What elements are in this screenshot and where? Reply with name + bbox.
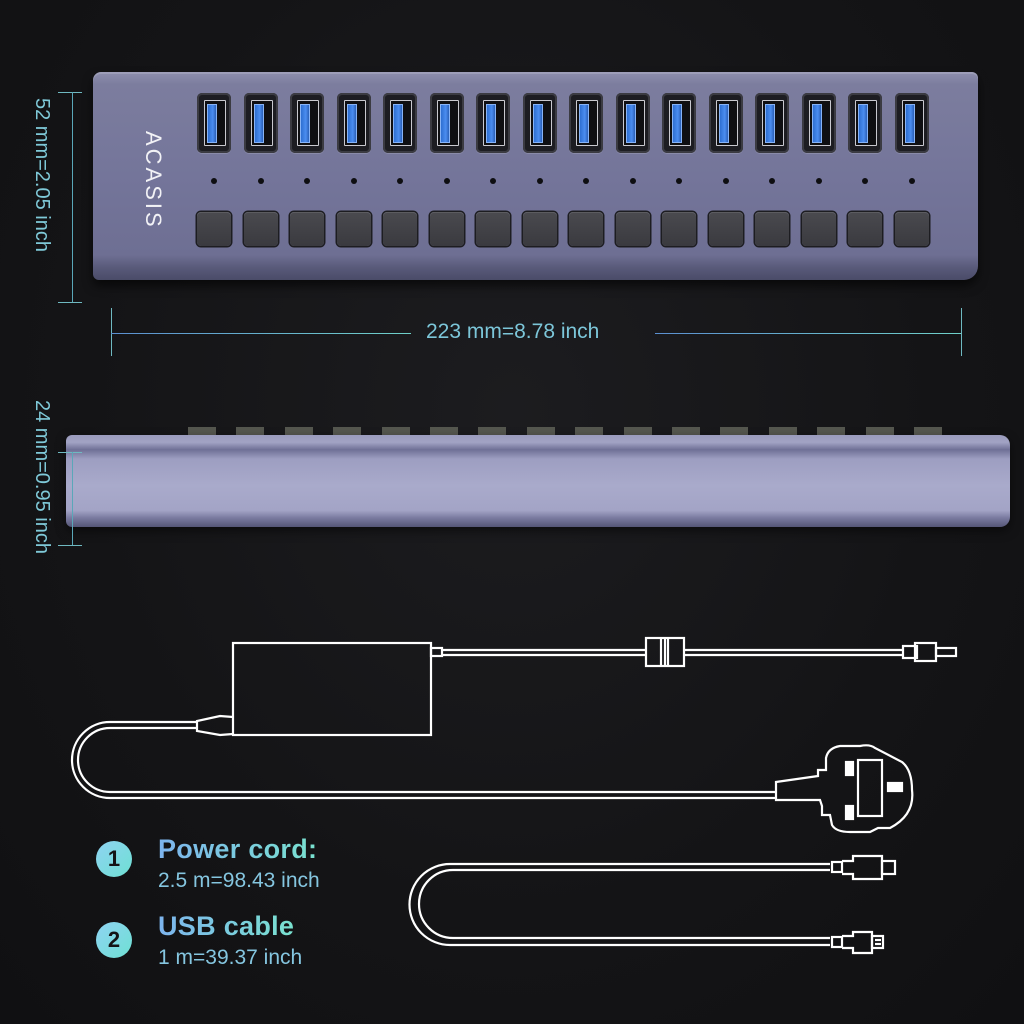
depth-dim-tick-top [58, 452, 82, 453]
number-badge-2: 2 [96, 922, 132, 958]
usb-hub-side-view [66, 435, 1010, 527]
port-power-switch-5 [383, 212, 417, 246]
depth-dim-line [72, 452, 73, 545]
switch-edge-3 [285, 427, 313, 437]
usb-port-6 [430, 93, 464, 153]
usb-port-7 [476, 93, 510, 153]
usb-port-5 [383, 93, 417, 153]
led-indicator-1 [211, 178, 217, 184]
legend-item-usb-cable: 2 [96, 922, 132, 958]
dc-cable-icon [442, 636, 958, 668]
port-power-switch-9 [569, 212, 603, 246]
port-power-switch-12 [709, 212, 743, 246]
height-dimension-label: 52 mm=2.05 inch [31, 98, 53, 252]
usb-port-11 [662, 93, 696, 153]
switch-edge-12 [720, 427, 748, 437]
switch-edge-14 [817, 427, 845, 437]
usb-cable-icon [408, 854, 897, 955]
ac-cable-icon [70, 720, 776, 800]
usb-port-15 [848, 93, 882, 153]
usb-port-2 [244, 93, 278, 153]
legend-item-power-cord: 1 [96, 841, 132, 877]
width-dim-line-left [111, 333, 411, 334]
led-indicator-13 [769, 178, 775, 184]
port-power-switch-15 [848, 212, 882, 246]
usb-port-3 [290, 93, 324, 153]
led-indicator-2 [258, 178, 264, 184]
power-adapter-icon [195, 641, 444, 737]
usb-port-13 [755, 93, 789, 153]
width-dim-tick-left [111, 308, 112, 356]
port-power-switch-11 [662, 212, 696, 246]
port-power-switch-2 [244, 212, 278, 246]
led-indicator-15 [862, 178, 868, 184]
led-indicator-16 [909, 178, 915, 184]
width-dimension-label: 223 mm=8.78 inch [426, 320, 600, 343]
usb-port-8 [523, 93, 557, 153]
switch-edge-5 [382, 427, 410, 437]
height-dim-line [72, 92, 73, 302]
led-indicator-12 [723, 178, 729, 184]
width-dim-tick-right [961, 308, 962, 356]
legend-title-power-cord: Power cord: [158, 834, 318, 864]
depth-dim-tick-bottom [58, 545, 82, 546]
port-power-switch-14 [802, 212, 836, 246]
led-indicator-11 [676, 178, 682, 184]
height-dim-tick-bottom [58, 302, 82, 303]
led-indicator-3 [304, 178, 310, 184]
switch-edge-16 [914, 427, 942, 437]
brand-logo: ACASIS [141, 130, 166, 230]
led-indicator-8 [537, 178, 543, 184]
led-indicator-6 [444, 178, 450, 184]
legend-value-usb-cable: 1 m=39.37 inch [158, 946, 303, 969]
port-power-switch-1 [197, 212, 231, 246]
led-indicator-14 [816, 178, 822, 184]
port-power-switch-4 [337, 212, 371, 246]
port-power-switch-3 [290, 212, 324, 246]
led-indicator-9 [583, 178, 589, 184]
usb-port-9 [569, 93, 603, 153]
port-power-switch-13 [755, 212, 789, 246]
height-dim-tick-top [58, 92, 82, 93]
switch-edge-2 [236, 427, 264, 437]
number-badge-1: 1 [96, 841, 132, 877]
port-power-switch-16 [895, 212, 929, 246]
uk-plug-icon [774, 744, 914, 834]
port-power-switch-7 [476, 212, 510, 246]
switch-edge-8 [527, 427, 555, 437]
usb-port-1 [197, 93, 231, 153]
led-indicator-10 [630, 178, 636, 184]
width-dim-line-right [655, 333, 962, 334]
led-indicator-4 [351, 178, 357, 184]
switch-edge-15 [866, 427, 894, 437]
usb-port-12 [709, 93, 743, 153]
usb-port-16 [895, 93, 929, 153]
legend-value-power-cord: 2.5 m=98.43 inch [158, 869, 320, 892]
usb-port-10 [616, 93, 650, 153]
port-power-switch-8 [523, 212, 557, 246]
port-power-switch-10 [616, 212, 650, 246]
switch-edge-1 [188, 427, 216, 437]
switch-edge-13 [769, 427, 797, 437]
depth-dimension-label: 24 mm=0.95 inch [31, 400, 53, 554]
switch-edge-7 [478, 427, 506, 437]
led-indicator-7 [490, 178, 496, 184]
usb-port-4 [337, 93, 371, 153]
legend-title-usb-cable: USB cable [158, 911, 295, 941]
switch-edge-4 [333, 427, 361, 437]
usb-port-14 [802, 93, 836, 153]
led-indicator-5 [397, 178, 403, 184]
port-power-switch-6 [430, 212, 464, 246]
switch-edge-11 [672, 427, 700, 437]
switch-edge-6 [430, 427, 458, 437]
switch-edge-9 [575, 427, 603, 437]
switch-edge-10 [624, 427, 652, 437]
